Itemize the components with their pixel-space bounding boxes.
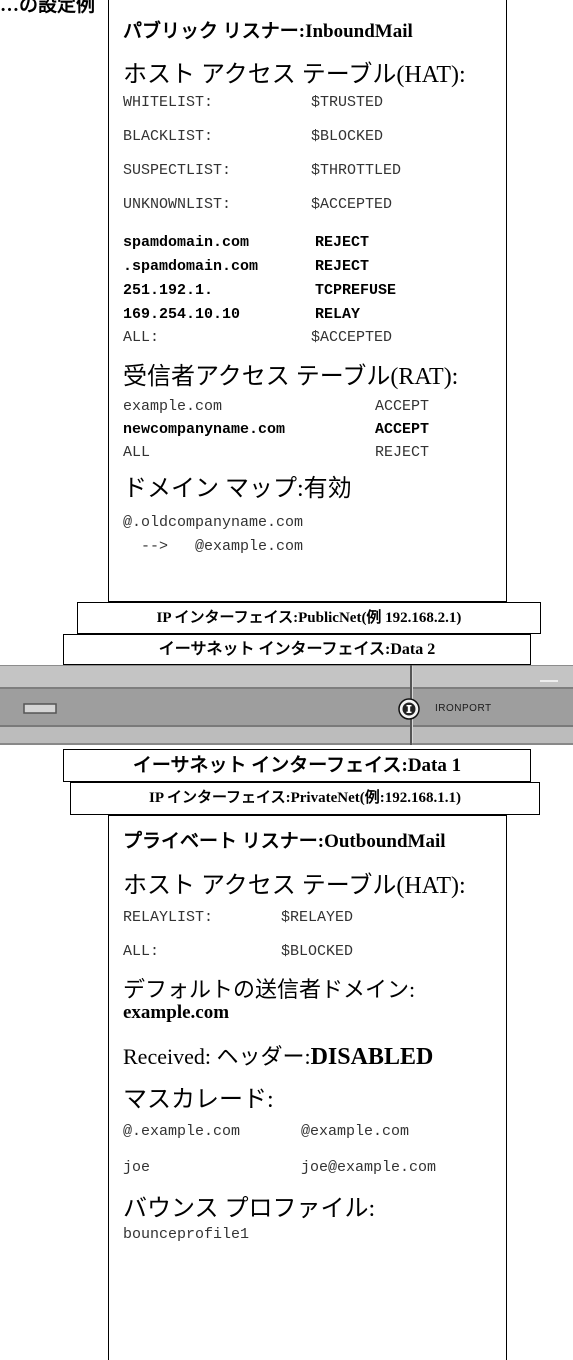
ethernet-interface-data1: イーサネット インターフェイス:Data 1	[63, 749, 531, 782]
hat-row-value: $ACCEPTED	[311, 329, 393, 346]
ironport-appliance: IRONPORT	[0, 664, 573, 745]
hat-row-value: $BLOCKED	[281, 943, 354, 960]
hat-row-key: WHITELIST:	[123, 94, 214, 111]
hat-row-value: $RELAYED	[281, 909, 354, 926]
ip-interface-publicnet: IP インターフェイス:PublicNet(例 192.168.2.1)	[77, 602, 541, 634]
masquerade-row-key: @.example.com	[123, 1123, 241, 1140]
received-header-setting: Received: ヘッダー:DISABLED	[123, 1039, 433, 1071]
hat-row-value: $THROTTLED	[311, 162, 402, 179]
received-header-label: Received: ヘッダー:	[123, 1044, 311, 1069]
rat-row-key: example.com	[123, 398, 223, 415]
default-sender-domain-value: example.com	[123, 1002, 230, 1023]
outbound-listener-title: プライベート リスナー:OutboundMail	[123, 831, 446, 852]
bounce-profile-heading: バウンス プロファイル:	[123, 1196, 376, 1222]
appliance-chassis	[0, 664, 573, 745]
figure-heading-fragment: …の設定例	[0, 0, 96, 16]
hat-row-key: ALL:	[123, 943, 160, 960]
hat-row-key: SUSPECTLIST:	[123, 162, 232, 179]
hat-row-key: spamdomain.com	[123, 234, 250, 251]
hat-row-value: REJECT	[315, 258, 370, 275]
inbound-listener-title: パブリック リスナー:InboundMail	[123, 21, 413, 42]
domain-map-heading: ドメイン マップ:有効	[123, 476, 352, 502]
rat-row-value: REJECT	[375, 444, 430, 461]
hat-row-value: $TRUSTED	[311, 94, 384, 111]
hat-row-key: UNKNOWNLIST:	[123, 196, 232, 213]
ip-interface-privatenet: IP インターフェイス:PrivateNet(例:192.168.1.1)	[70, 782, 540, 815]
rat-row-value: ACCEPT	[375, 398, 430, 415]
hat-row-value: REJECT	[315, 234, 370, 251]
inbound-hat-heading: ホスト アクセス テーブル(HAT):	[123, 62, 466, 88]
hat-row-key: ALL:	[123, 329, 160, 346]
outbound-listener-box: プライベート リスナー:OutboundMail ホスト アクセス テーブル(H…	[108, 815, 507, 1360]
received-header-value: DISABLED	[310, 1044, 434, 1070]
masquerade-heading: マスカレード:	[123, 1087, 274, 1113]
hat-row-value: $BLOCKED	[311, 128, 384, 145]
hat-row-key: 169.254.10.10	[123, 306, 241, 323]
masquerade-row-key: joe	[123, 1159, 151, 1176]
rat-row-value: ACCEPT	[375, 421, 430, 438]
hat-row-key: 251.192.1.	[123, 282, 214, 299]
outbound-hat-heading: ホスト アクセス テーブル(HAT):	[123, 873, 466, 899]
domain-map-from: @.oldcompanyname.com	[123, 514, 304, 531]
hat-row-key: RELAYLIST:	[123, 909, 214, 926]
masquerade-row-value: @example.com	[301, 1123, 410, 1140]
rat-row-key: newcompanyname.com	[123, 421, 286, 438]
appliance-brand-label: IRONPORT	[435, 703, 492, 714]
hat-row-value: RELAY	[315, 306, 361, 323]
inbound-listener-box: パブリック リスナー:InboundMail ホスト アクセス テーブル(HAT…	[108, 0, 507, 602]
bounce-profile-value: bounceprofile1	[123, 1226, 250, 1243]
hat-row-value: TCPREFUSE	[315, 282, 397, 299]
ironport-logo-icon	[398, 698, 420, 720]
masquerade-row-value: joe@example.com	[301, 1159, 437, 1176]
hat-row-value: $ACCEPTED	[311, 196, 393, 213]
domain-map-to: --> @example.com	[123, 538, 304, 555]
hat-row-key: BLACKLIST:	[123, 128, 214, 145]
default-sender-domain-label: デフォルトの送信者ドメイン:	[123, 977, 416, 1002]
inbound-rat-heading: 受信者アクセス テーブル(RAT):	[123, 364, 459, 390]
rat-row-key: ALL	[123, 444, 151, 461]
ethernet-interface-data2: イーサネット インターフェイス:Data 2	[63, 634, 531, 665]
hat-row-key: .spamdomain.com	[123, 258, 259, 275]
